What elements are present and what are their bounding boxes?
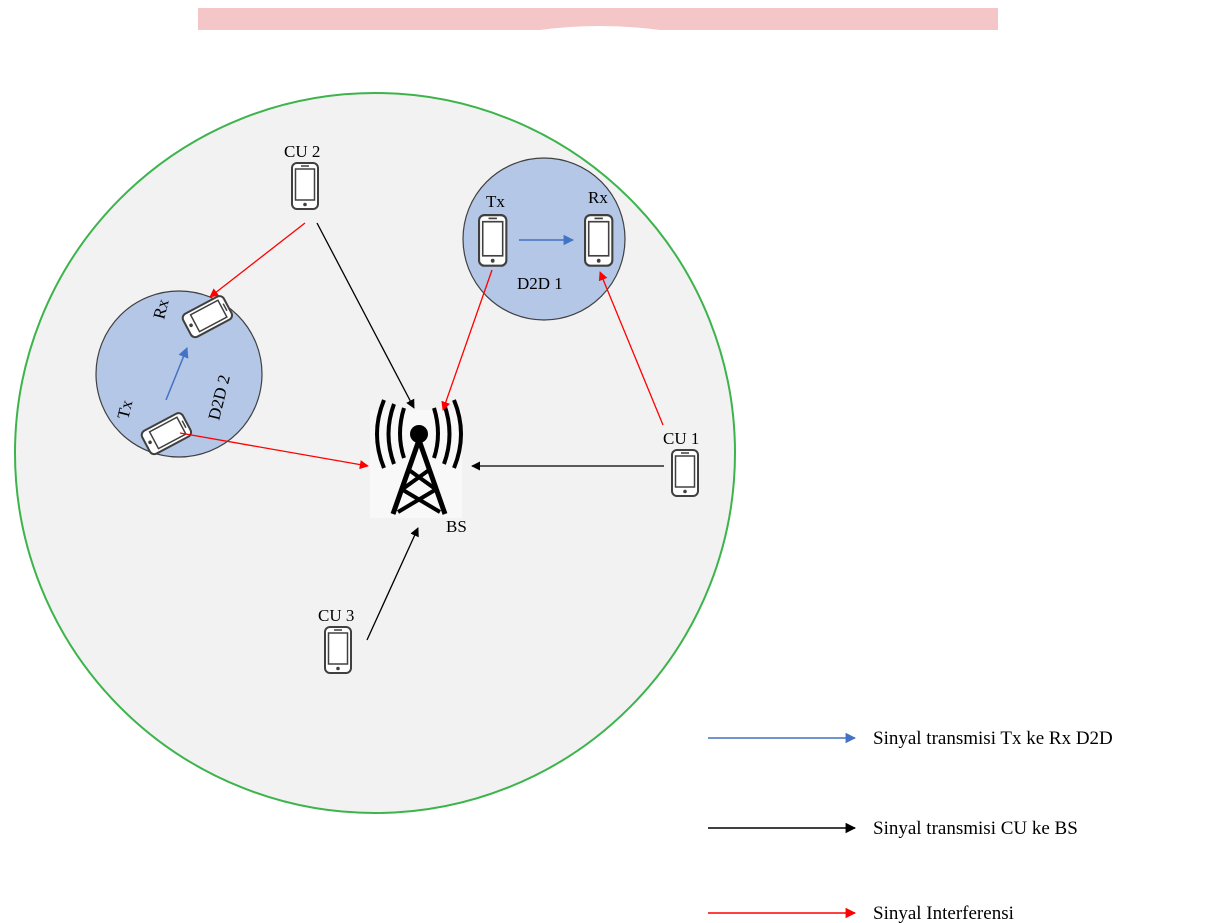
cu3-label: CU 3 bbox=[318, 606, 354, 625]
d2d1-label: D2D 1 bbox=[517, 274, 563, 293]
legend-d2d-signal-text: Sinyal transmisi Tx ke Rx D2D bbox=[873, 728, 1113, 749]
cu3-to-bs-arrow bbox=[366, 527, 419, 641]
legend-cu-signal-text: Sinyal transmisi CU ke BS bbox=[873, 818, 1078, 839]
d2d2-cluster bbox=[95, 290, 263, 458]
cu1-to-d2d1-rx-interference-arrow bbox=[598, 271, 664, 426]
legend: Sinyal transmisi Tx ke Rx D2D Sinyal tra… bbox=[708, 728, 1113, 923]
cu2-phone-icon bbox=[291, 162, 319, 210]
d2d1-cluster bbox=[462, 157, 626, 321]
bs-label: BS bbox=[446, 517, 467, 536]
d2d2-tx-label: Tx bbox=[113, 398, 136, 421]
cu1-phone-icon bbox=[671, 449, 699, 497]
header-band bbox=[198, 8, 998, 30]
legend-interference-text: Sinyal Interferensi bbox=[873, 903, 1014, 923]
cu2-label: CU 2 bbox=[284, 142, 320, 161]
d2d2-tx-to-bs-interference-arrow bbox=[179, 432, 369, 470]
d2d1-tx-phone-icon bbox=[477, 214, 508, 267]
d2d2-link-arrow bbox=[165, 347, 189, 401]
d2d1-rx-label: Rx bbox=[588, 188, 608, 207]
d2d1-tx-to-bs-interference-arrow bbox=[441, 269, 493, 411]
d2d2-rx-label: Rx bbox=[149, 297, 172, 321]
cell-tower-icon bbox=[370, 399, 463, 518]
cu2-to-d2d2-interference-arrow bbox=[209, 222, 306, 298]
cu2-to-bs-arrow bbox=[316, 222, 415, 409]
cu1-label: CU 1 bbox=[663, 429, 699, 448]
cu3-phone-icon bbox=[324, 626, 352, 674]
d2d1-rx-phone-icon bbox=[583, 214, 614, 267]
d2d1-tx-label: Tx bbox=[486, 192, 505, 211]
